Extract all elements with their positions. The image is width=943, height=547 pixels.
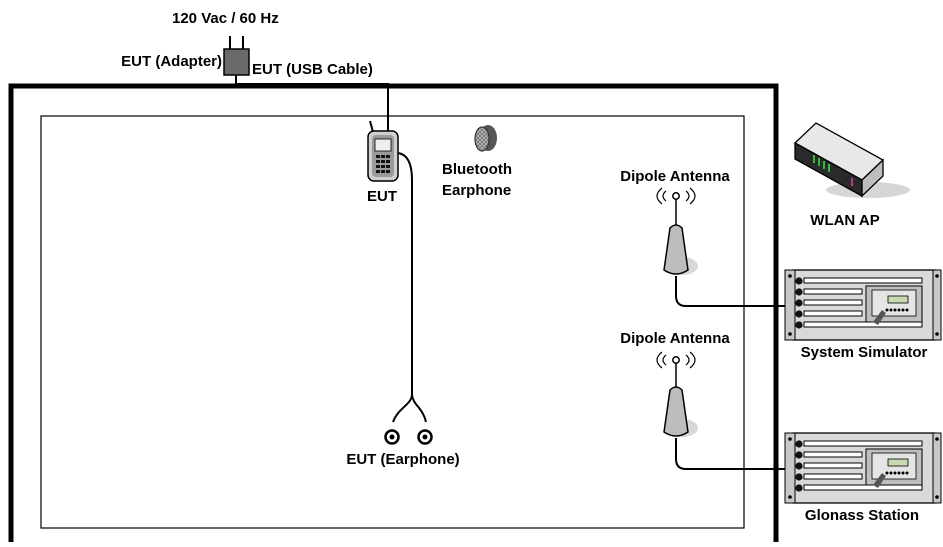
rf-cable-2-line <box>675 438 793 470</box>
adapter-label: EUT (Adapter) <box>121 53 222 70</box>
rf-cable-1-line <box>675 276 793 307</box>
earphone-label: EUT (Earphone) <box>346 451 459 468</box>
system-simulator-label: System Simulator <box>801 344 928 361</box>
usb-cable-label: EUT (USB Cable) <box>252 61 373 78</box>
bluetooth-label-line2: Earphone <box>442 182 511 199</box>
adapter-icon <box>223 36 250 76</box>
dipole-antenna-1-icon <box>656 187 698 275</box>
usb-cable-line <box>235 75 389 139</box>
power-source-label: 120 Vac / 60 Hz <box>172 10 279 27</box>
dipole-antenna-2-icon <box>656 351 698 437</box>
phone-icon <box>367 120 399 182</box>
chamber-inner-wall <box>40 115 745 529</box>
wlan-ap-icon <box>793 122 910 198</box>
wlan-ap-label: WLAN AP <box>810 212 879 229</box>
earphone-cable-line <box>392 152 427 423</box>
chamber-outer-wall <box>8 83 779 547</box>
dipole-antenna-1-label: Dipole Antenna <box>620 168 730 185</box>
earphone-icon <box>384 429 433 445</box>
eut-label: EUT <box>367 188 397 205</box>
bluetooth-label-line1: Bluetooth <box>442 161 512 178</box>
system-simulator-icon <box>784 269 942 341</box>
dipole-antenna-2-label: Dipole Antenna <box>620 330 730 347</box>
shielded-chamber <box>8 83 779 547</box>
glonass-station-icon <box>784 432 942 504</box>
bluetooth-earphone-icon <box>474 125 497 152</box>
glonass-station-label: Glonass Station <box>805 507 919 524</box>
